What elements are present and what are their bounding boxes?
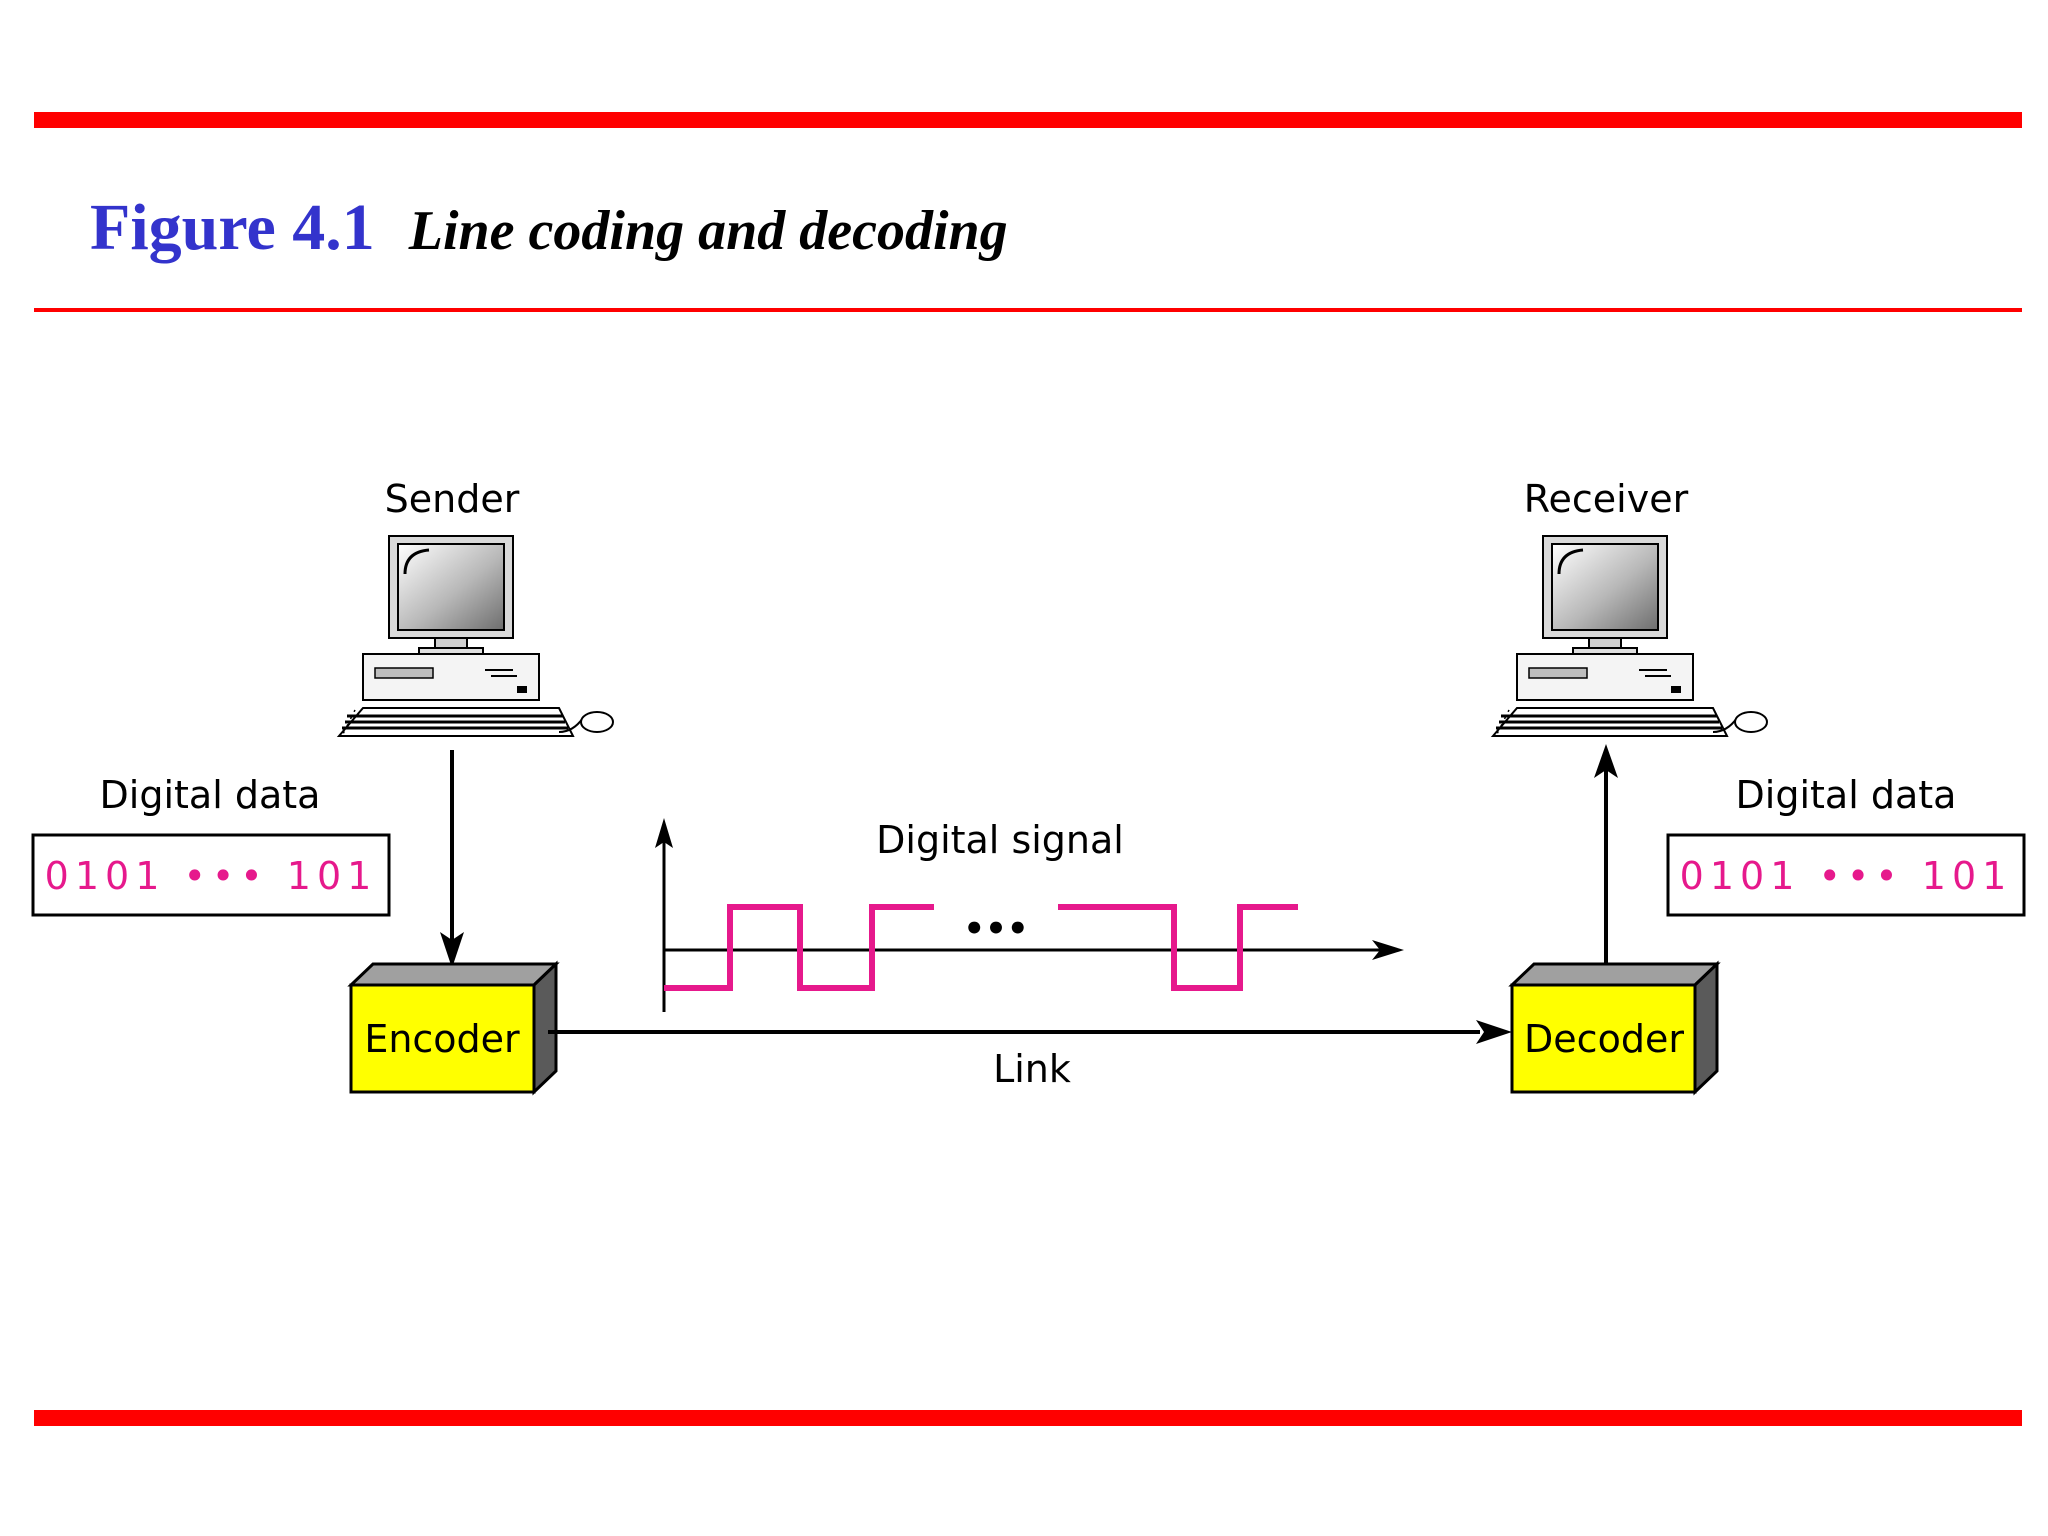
bottom-red-rule — [34, 1410, 2022, 1426]
mid-red-rule — [34, 308, 2022, 312]
sender-data-box — [31, 833, 391, 917]
receiver-data-box — [1666, 833, 2026, 917]
signal-y-axis-arrow-icon — [655, 818, 673, 848]
digital-signal-label: Digital signal — [876, 818, 1124, 862]
encoder-label: Encoder — [364, 1017, 520, 1061]
receiver-data-label: Digital data — [1736, 773, 1957, 817]
signal-waveform-end — [1058, 904, 1298, 991]
receiver-computer-icon — [1491, 534, 1769, 738]
sender-data-value: 0101 ••• 101 — [45, 854, 378, 898]
link-arrow-icon — [1476, 1020, 1512, 1044]
sender-computer-icon — [337, 534, 615, 738]
decoder-to-receiver-arrow-icon — [1594, 744, 1618, 778]
decoder-top — [1508, 962, 1721, 987]
decoder-label: Decoder — [1524, 1017, 1684, 1061]
encoder-top — [347, 962, 560, 987]
sender-data-label: Digital data — [100, 773, 321, 817]
decoder-side — [1693, 960, 1719, 1096]
figure-title: Figure 4.1 Line coding and decoding — [90, 190, 1008, 266]
receiver-label: Receiver — [1524, 477, 1689, 521]
signal-x-axis-arrow-icon — [1372, 940, 1404, 960]
decoder-box — [1510, 983, 1697, 1094]
encoder-side — [532, 960, 558, 1096]
signal-waveform-start — [664, 904, 934, 991]
sender-to-encoder-arrow-icon — [440, 932, 464, 968]
signal-ellipsis: ••• — [963, 909, 1028, 949]
encoder-box — [349, 983, 536, 1094]
top-red-rule — [34, 112, 2022, 128]
receiver-data-value: 0101 ••• 101 — [1680, 854, 2013, 898]
link-label: Link — [993, 1047, 1071, 1091]
sender-label: Sender — [385, 477, 520, 521]
figure-number: Figure 4.1 — [90, 191, 375, 264]
figure-caption: Line coding and decoding — [408, 200, 1008, 262]
